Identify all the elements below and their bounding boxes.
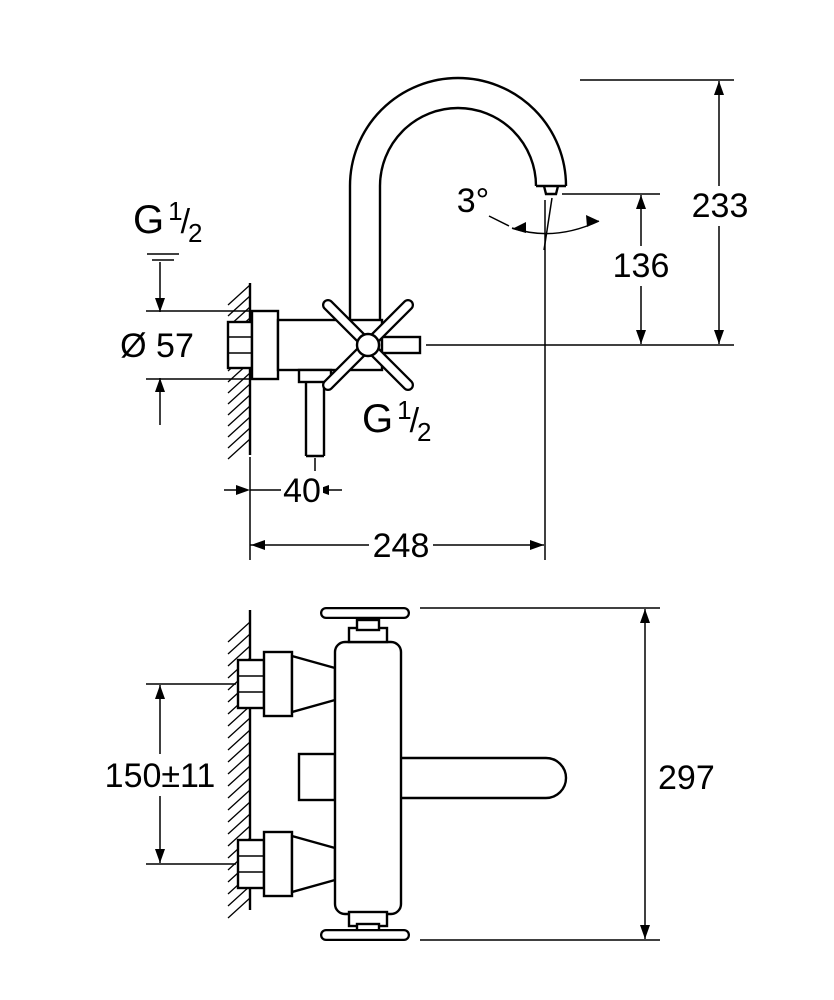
upper-connection [236,650,337,718]
lower-connection [236,830,337,898]
label-mask [281,471,323,509]
hex-nut-facets-upper [238,675,264,693]
label-mask [609,246,673,286]
arrowhead [530,540,544,550]
thread-denominator: 2 [417,417,431,447]
thread-numerator: 1 [397,395,411,425]
dim-label-outlet-height: 136 [613,247,670,285]
dimension-spout-reach: 248 [250,526,544,565]
dimension-spout-angle: 3° [457,182,600,560]
wall-section-side [227,283,252,460]
handle-spindle [380,335,422,355]
angle-leader [488,215,510,227]
arrowhead [640,609,650,623]
dim-label-spout-angle: 3° [457,182,490,220]
diverter-knob [297,752,337,802]
hex-nut-facets-side [228,336,252,354]
arrowhead [236,485,250,495]
dimension-outlet-wall-distance: 40 [224,457,342,560]
dimension-total-height: 233 [426,79,752,346]
front-view: 150±11 297 [103,607,715,941]
dim-label-spout-reach: 248 [373,527,430,565]
dim-label-outlet-wall-distance: 40 [283,472,321,510]
handle-hub [355,332,381,358]
arrowhead [512,222,526,233]
spout-outline [348,76,568,322]
arrowhead [155,849,165,863]
arrowhead [251,540,265,550]
arrowhead [636,195,646,209]
thread-slash: / [181,203,191,241]
dimension-escutcheon-diameter: Ø 57 [120,253,252,425]
thread-slash: / [410,402,420,440]
escutcheon-lower [262,830,294,898]
dia-extension-lines [146,310,252,380]
cross-handle-side [322,299,422,391]
escutcheon-upper [262,650,294,718]
outlet-tube [304,382,326,458]
arrowhead [155,298,165,312]
spout-inner-edge [378,106,538,322]
union-cone-lower [290,834,337,894]
cross-handle-upper [320,607,410,644]
arrowhead [586,215,599,227]
union-cone-upper [290,654,337,714]
label-mask [688,186,752,226]
hex-nut-upper [236,658,266,710]
thread-letter: G [133,198,164,242]
angle-spout-axis [543,197,553,251]
arrowhead [155,378,165,392]
hex-nut-lower [236,838,266,890]
dimension-overall-length: 297 [420,607,715,941]
thread-denominator: 2 [188,218,202,248]
thread-numerator: 1 [168,196,182,226]
escutcheon-side [250,309,280,381]
arrowhead [640,925,650,939]
handle-neck-upper [355,618,381,632]
thread-ticks [147,253,179,261]
arrowhead [636,330,646,344]
arrowhead [714,81,724,95]
arrowhead [155,685,165,699]
hex-nut-side [226,320,254,370]
faucet-body-front [333,640,403,916]
dim-label-total-height: 233 [692,187,749,225]
label-mask [103,754,217,796]
thread-letter: G [362,397,393,441]
label-mask [369,526,433,564]
dimension-connection-spacing: 150±11 [103,683,236,865]
hex-nut-facets-lower [238,855,264,873]
dimension-outlet-height: 136 [562,193,673,344]
spout-nozzle [542,185,560,196]
dim-label-connection-spacing: 150±11 [105,757,216,795]
cross-handle-lower [320,910,410,941]
arrowhead [714,330,724,344]
dim-label-escutcheon-diameter: Ø 57 [120,327,194,365]
dim-label-overall-length: 297 [658,759,715,797]
spout-outer-edge [348,76,568,322]
